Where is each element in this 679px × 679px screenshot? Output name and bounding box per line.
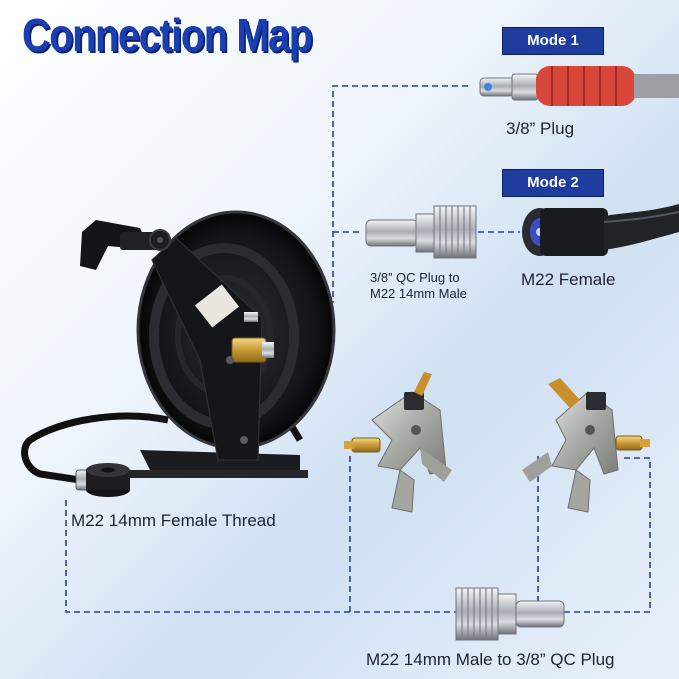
adapter-top-label-line1: 3/8” QC Plug to bbox=[370, 270, 460, 285]
mode1-label: 3/8” Plug bbox=[506, 119, 575, 138]
m22-to-qc-adapter-image bbox=[455, 587, 565, 641]
hose-reel-image bbox=[21, 210, 336, 497]
connector-lines bbox=[65, 85, 651, 613]
mode1-badge: Mode 1 bbox=[502, 27, 604, 55]
adapter-top-label-line2: M22 14mm Male bbox=[370, 286, 467, 301]
mode1-plug-hose-image bbox=[479, 66, 679, 106]
mode2-label: M22 Female bbox=[521, 270, 616, 289]
adapter-top-label: 3/8” QC Plug to M22 14mm Male bbox=[370, 270, 467, 302]
pump-right-image bbox=[522, 378, 650, 513]
qc-to-m22-adapter-image bbox=[365, 205, 477, 259]
line-reel-to-mode1 bbox=[258, 85, 470, 303]
line-outlet-loop bbox=[65, 457, 651, 613]
mode2-m22-female-image bbox=[522, 204, 679, 256]
pump-left-image bbox=[344, 372, 452, 513]
adapter-bottom-label: M22 14mm Male to 3/8” QC Plug bbox=[366, 650, 615, 669]
reel-outlet-label: M22 14mm Female Thread bbox=[71, 511, 276, 530]
page-title: Connection Map bbox=[22, 9, 313, 61]
mode2-badge: Mode 2 bbox=[502, 169, 604, 197]
